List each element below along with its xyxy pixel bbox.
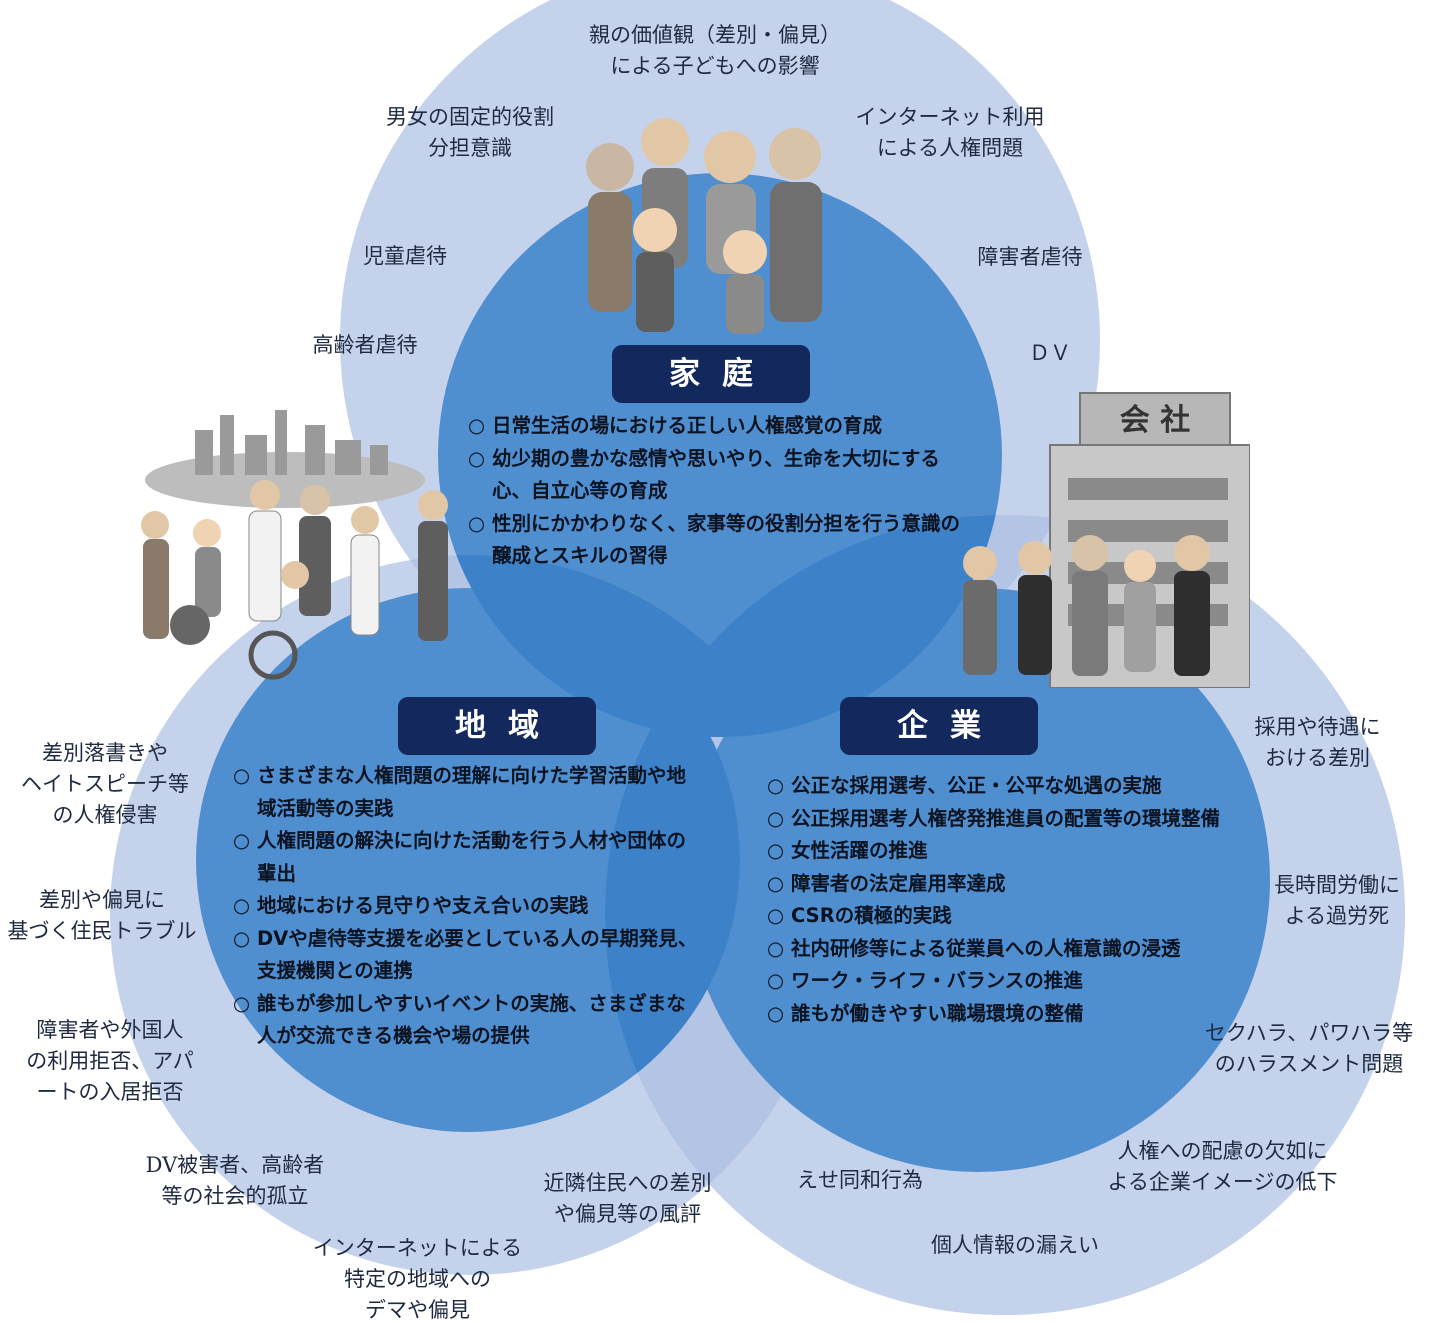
family-role-item: ○ 日常生活の場における正しい人権感覚の育成 xyxy=(468,410,968,443)
company-role-text: 女性活躍の推進 xyxy=(791,839,928,862)
issue-data-leak: 個人情報の漏えい xyxy=(931,1233,1099,1257)
issue-overwork: 長時間労働による過労死 xyxy=(1274,873,1400,928)
community-role-text: 人権問題の解決に向けた活動を行う人材や団体の輩出 xyxy=(257,829,687,885)
issue-internet-use: インターネット利用による人権問題 xyxy=(855,105,1045,160)
community-role-text: DVや虐待等支援を必要としている人の早期発見、支援機関との連携 xyxy=(257,926,698,983)
family-role-text: 性別にかかわりなく、家事等の役割分担を行う意識の醸成とスキルの習得 xyxy=(492,511,961,568)
company-illustration: 会 社 xyxy=(963,392,1250,688)
issue-hate-speech: 差別落書きやヘイトスピーチ等の人権侵害 xyxy=(21,741,189,827)
issue-neighborhood-rumors: 近隣住民への差別や偏見等の風評 xyxy=(543,1171,712,1226)
community-role-item: ○ 地域における見守りや支え合いの実践 xyxy=(233,890,703,923)
circle-bullet-icon: ○ xyxy=(767,936,785,960)
company-role-text: ワーク・ライフ・バランスの推進 xyxy=(791,969,1083,992)
issue-internet-disinformation: インターネットによる特定の地域へのデマや偏見 xyxy=(312,1236,523,1322)
circle-bullet-icon: ○ xyxy=(233,991,251,1015)
circle-bullet-icon: ○ xyxy=(233,894,251,917)
family-heading: 家庭 xyxy=(612,345,810,403)
circle-bullet-icon: ○ xyxy=(767,806,785,830)
family-illustration xyxy=(586,118,822,334)
circle-bullet-icon: ○ xyxy=(233,829,251,852)
issue-parent-values: 親の価値観（差別・偏見）による子どもへの影響 xyxy=(589,23,841,78)
company-role-item: ○ 公正な採用選考、公正・公平な処遇の実施 xyxy=(767,770,1237,803)
issue-elderly-abuse: 高齢者虐待 xyxy=(312,333,418,357)
community-role-text: 誰もが参加しやすいイベントの実施、さまざまな人が交流できる機会や場の提供 xyxy=(257,991,686,1048)
community-heading: 地域 xyxy=(398,697,596,755)
circle-bullet-icon: ○ xyxy=(767,1001,785,1025)
circle-bullet-icon: ○ xyxy=(233,926,251,950)
community-role-item: ○DVや虐待等支援を必要としている人の早期発見、支援機関との連携 xyxy=(233,923,703,988)
company-role-item: ○誰もが働きやすい職場環境の整備 xyxy=(767,998,1237,1031)
issue-dv: ＤＶ xyxy=(1029,341,1071,365)
issue-child-abuse: 児童虐待 xyxy=(363,244,447,268)
company-role-text: 公正な採用選考、公正・公平な処遇の実施 xyxy=(791,774,1162,797)
community-roles-list: ○ さまざまな人権問題の理解に向けた学習活動や地域活動等の実践 ○ 人権問題の解決に向… xyxy=(233,760,703,1053)
community-role-item: ○ 人権問題の解決に向けた活動を行う人材や団体の輩出 xyxy=(233,825,703,890)
family-role-text: 日常生活の場における正しい人権感覚の育成 xyxy=(492,414,883,437)
company-role-text: 誰もが働きやすい職場環境の整備 xyxy=(791,1001,1084,1025)
community-role-text: さまざまな人権問題の理解に向けた学習活動や地域活動等の実践 xyxy=(257,764,687,820)
company-role-text: 社内研修等による従業員への人権意識の浸透 xyxy=(791,936,1181,960)
company-sign-text: 会 社 xyxy=(1120,403,1190,438)
issue-resident-trouble: 差別や偏見に基づく住民トラブル xyxy=(7,888,197,943)
company-role-text: 障害者の法定雇用率達成 xyxy=(791,871,1006,895)
family-roles-list: ○日常生活の場における正しい人権感覚の育成○幼少期の豊かな感情や思いやり、生命を… xyxy=(468,410,968,573)
family-role-item: ○性別にかかわりなく、家事等の役割分担を行う意識の醸成とスキルの習得 xyxy=(468,508,968,573)
issue-harassment: セクハラ、パワハラ等のハラスメント問題 xyxy=(1204,1021,1414,1076)
company-inner-circle xyxy=(686,588,1270,1172)
community-role-text: 地域における見守りや支え合いの実践 xyxy=(257,894,589,917)
company-role-item: ○ CSRの積極的実践 xyxy=(767,900,1237,933)
circle-bullet-icon: ○ xyxy=(767,904,785,927)
company-role-text: CSRの積極的実践 xyxy=(791,904,952,927)
issue-disabled-abuse: 障害者虐待 xyxy=(977,245,1083,269)
issue-fake-dowa: えせ同和行為 xyxy=(797,1168,923,1192)
company-role-text: 公正採用選考人権啓発推進員の配置等の環境整備 xyxy=(791,806,1221,830)
issue-hiring-discrimination: 採用や待遇における差別 xyxy=(1254,715,1381,770)
company-role-item: ○ 女性活躍の推進 xyxy=(767,835,1237,868)
company-role-item: ○公正採用選考人権啓発推進員の配置等の環境整備 xyxy=(767,803,1237,836)
company-role-item: ○ ワーク・ライフ・バランスの推進 xyxy=(767,965,1237,998)
company-sign-board xyxy=(1079,392,1231,446)
circle-bullet-icon: ○ xyxy=(767,839,785,862)
circle-bullet-icon: ○ xyxy=(233,764,251,787)
community-role-item: ○誰もが参加しやすいイベントの実施、さまざまな人が交流できる機会や場の提供 xyxy=(233,988,703,1053)
circle-bullet-icon: ○ xyxy=(468,414,486,437)
issue-refusal: 障害者や外国人の利用拒否、アパートの入居拒否 xyxy=(26,1018,194,1104)
family-role-text: 幼少期の豊かな感情や思いやり、生命を大切にする心、自立心等の育成 xyxy=(492,446,940,503)
circle-bullet-icon: ○ xyxy=(767,969,785,992)
company-role-item: ○障害者の法定雇用率達成 xyxy=(767,868,1237,901)
circle-bullet-icon: ○ xyxy=(468,511,486,535)
issue-gender-roles: 男女の固定的役割分担意識 xyxy=(386,105,554,160)
family-role-item: ○幼少期の豊かな感情や思いやり、生命を大切にする心、自立心等の育成 xyxy=(468,443,968,508)
community-illustration xyxy=(141,410,448,680)
company-roles-list: ○公正な採用選考、公正・公平な処遇の実施○公正採用選考人権啓発推進員の配置等の環… xyxy=(767,770,1237,1030)
issue-corporate-image: 人権への配慮の欠如による企業イメージの低下 xyxy=(1107,1139,1338,1194)
inner-circles xyxy=(196,173,1270,1172)
circle-bullet-icon: ○ xyxy=(767,774,785,797)
issue-social-isolation: DV被害者、高齢者等の社会的孤立 xyxy=(145,1153,325,1208)
circle-bullet-icon: ○ xyxy=(767,871,785,895)
community-role-item: ○ さまざまな人権問題の理解に向けた学習活動や地域活動等の実践 xyxy=(233,760,703,825)
community-inner-circle xyxy=(196,588,740,1132)
company-role-item: ○社内研修等による従業員への人権意識の浸透 xyxy=(767,933,1237,966)
circle-bullet-icon: ○ xyxy=(468,446,486,470)
company-heading: 企業 xyxy=(840,697,1038,755)
